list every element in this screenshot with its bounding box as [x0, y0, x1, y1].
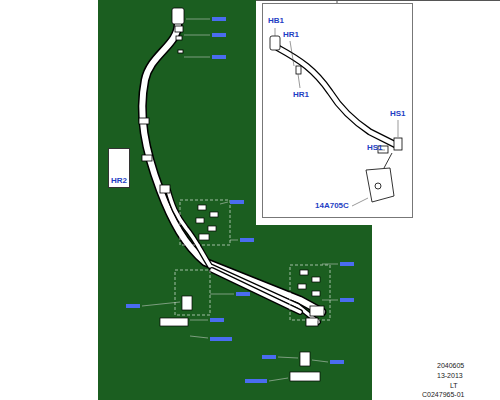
drawing-reference: 13-2013 — [437, 372, 463, 379]
callout-code: HR1 — [283, 31, 299, 39]
inset-hose — [278, 48, 398, 146]
inset-fittings — [270, 36, 402, 202]
callout-code: HR1 — [293, 91, 309, 99]
callout-code: 14A705C — [315, 202, 349, 210]
callout-code: HS1 — [390, 110, 406, 118]
inset-panel — [263, 4, 413, 218]
hose-clamps — [160, 205, 320, 381]
pressure-hose — [142, 24, 322, 322]
drawing-reference: C0247965-01 — [422, 391, 464, 398]
clip-callout-box: HR2 — [108, 148, 130, 188]
drawing-reference: LT — [450, 382, 458, 389]
drawing-reference: 2040605 — [437, 362, 464, 369]
callout-code: HS1 — [367, 144, 383, 152]
illegible-callouts — [126, 17, 354, 383]
callout-code: HR2 — [109, 177, 129, 185]
group-outlines — [175, 200, 330, 320]
callout-code: HB1 — [268, 17, 284, 25]
inset-leaders — [275, 28, 398, 206]
